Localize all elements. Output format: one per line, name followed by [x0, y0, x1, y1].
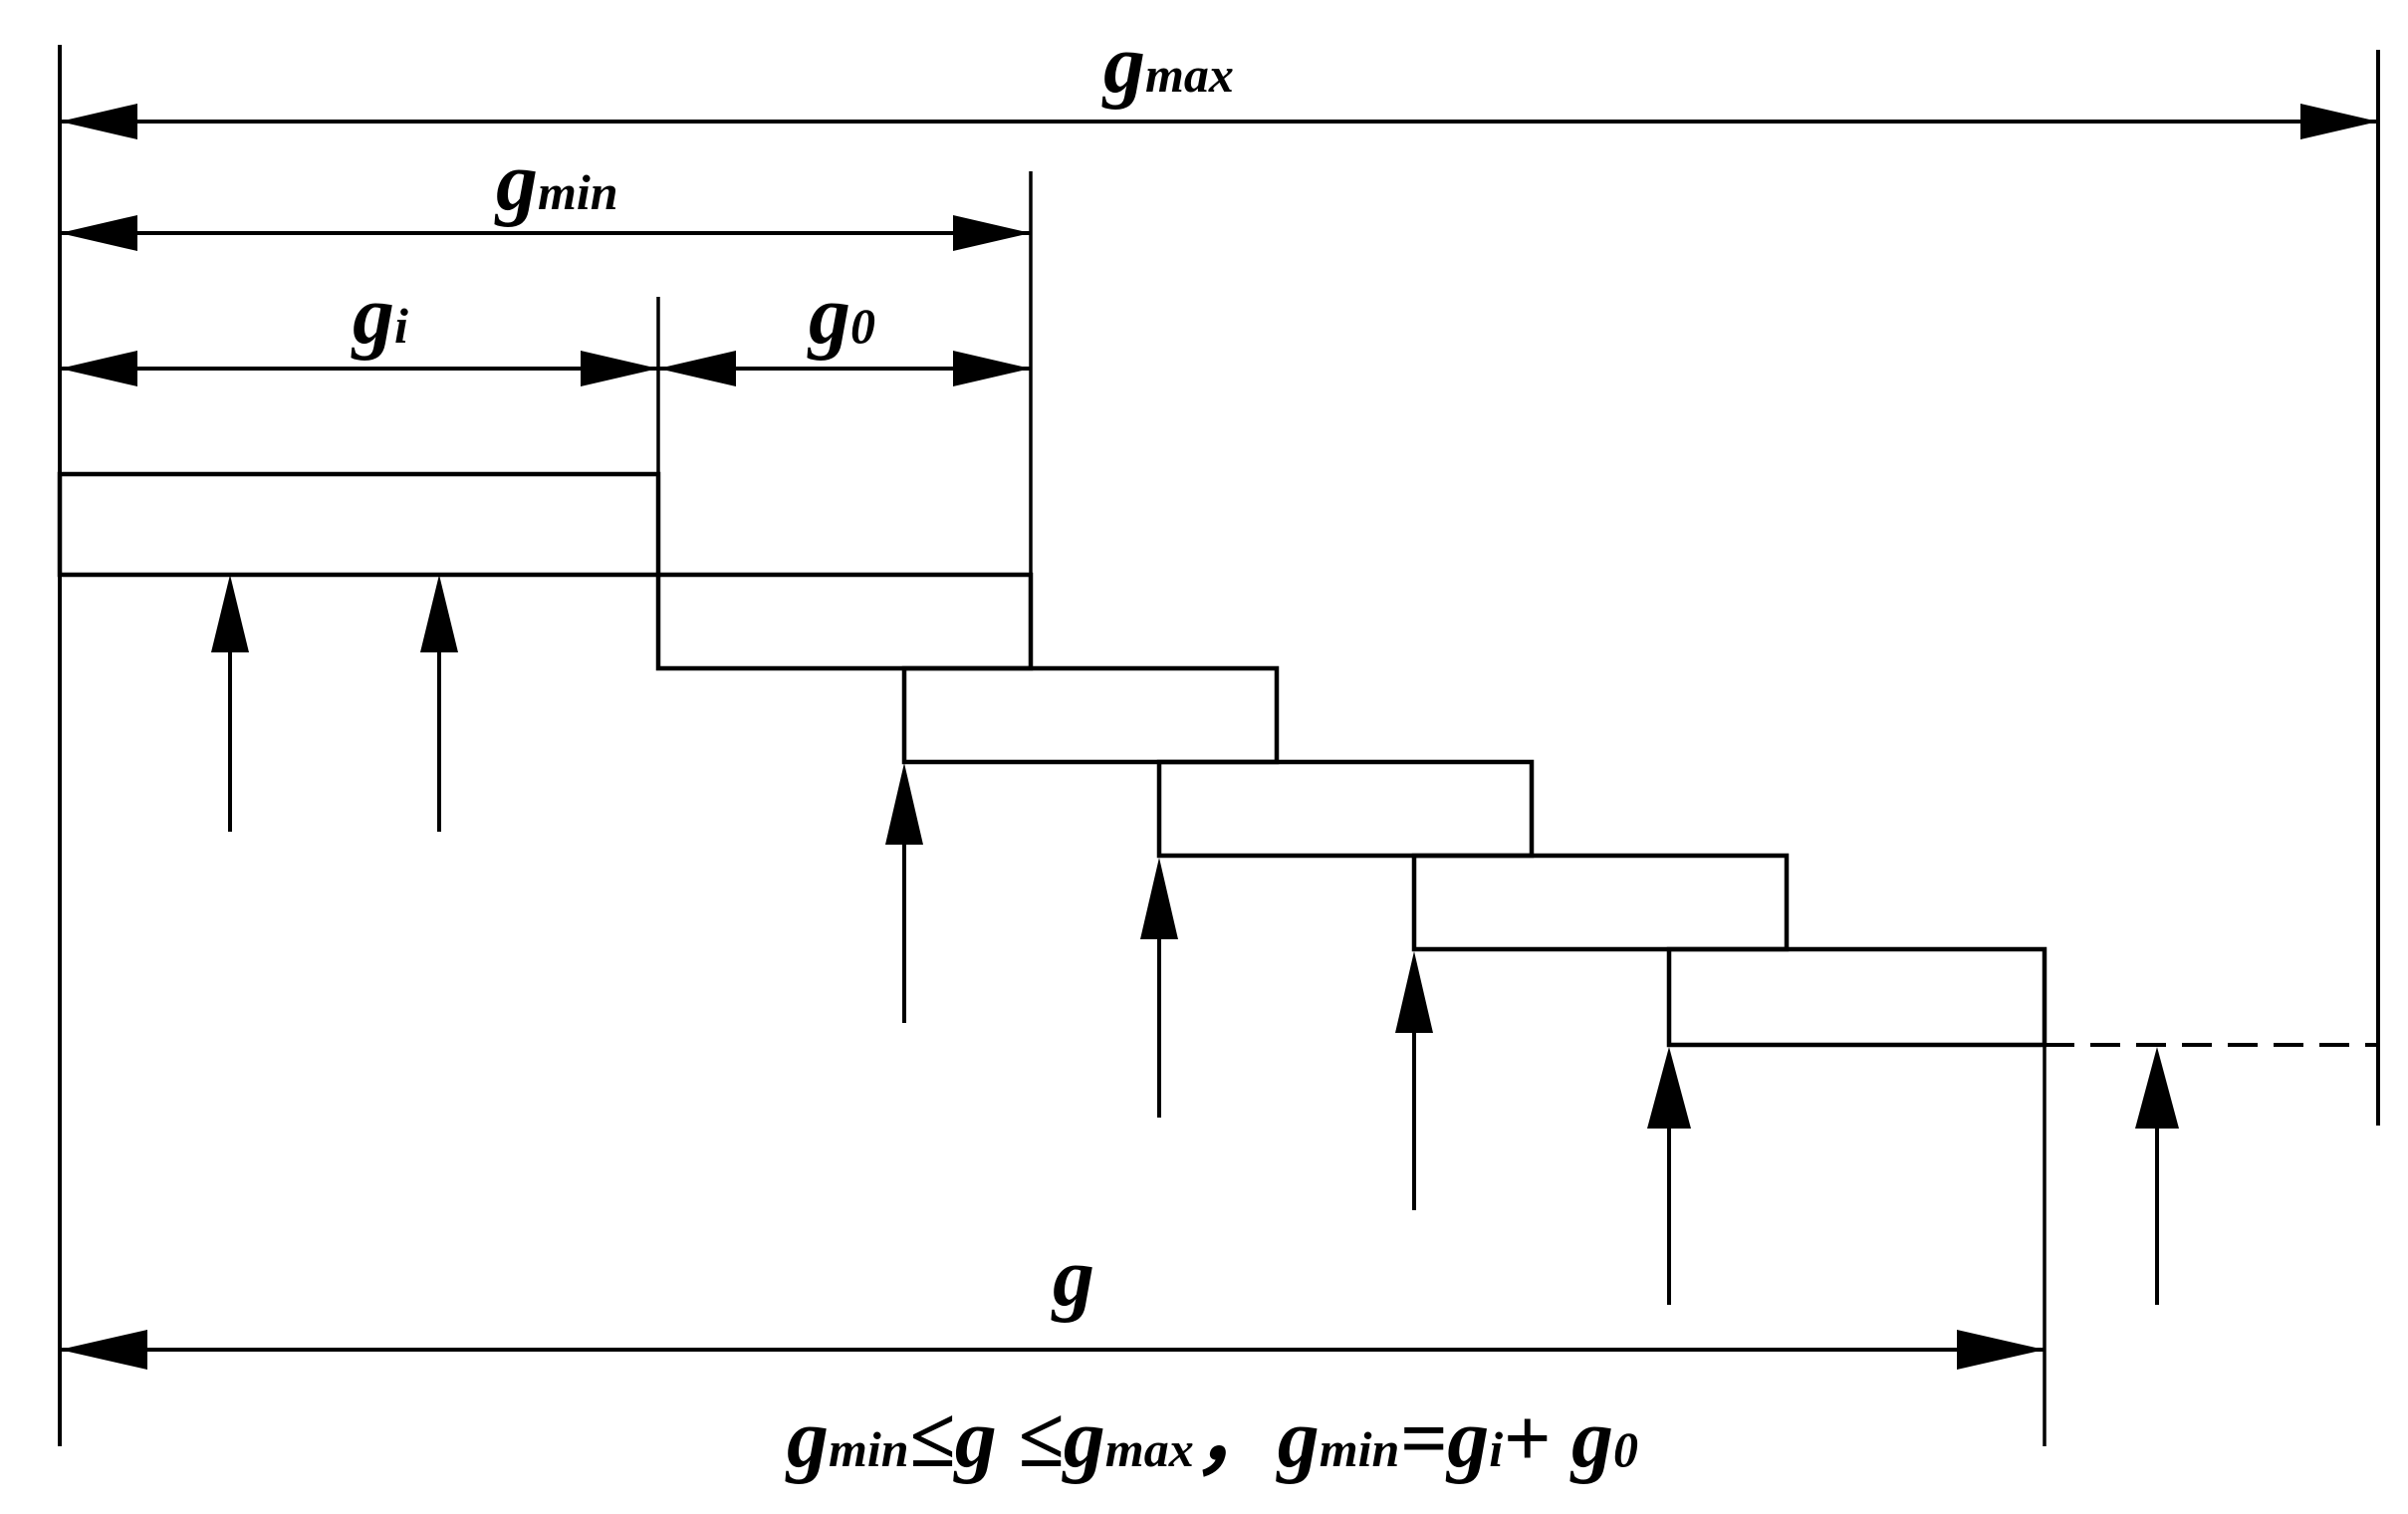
- step-block: [901, 665, 1280, 765]
- arrow-head-right: [581, 351, 658, 386]
- arrow-head-right: [2300, 104, 2378, 139]
- g-dimension: g: [60, 1231, 2045, 1370]
- support-arrow: [1395, 951, 1433, 1210]
- arrow-head-left: [60, 215, 137, 251]
- gmin-dimension: gmin: [60, 135, 1031, 251]
- step-block: [1411, 853, 1790, 952]
- support-arrow: [2135, 1047, 2179, 1305]
- support-arrow: [211, 575, 249, 832]
- step-block: [1156, 759, 1535, 859]
- arrow-head-right: [1957, 1330, 2045, 1370]
- arrow-head-left: [658, 351, 736, 386]
- support-arrow: [1647, 1047, 1691, 1305]
- stair-step-blocks: [655, 572, 2047, 1048]
- g0-label: g0: [807, 269, 875, 362]
- gi-label: gi: [351, 269, 408, 362]
- arrow-head-left: [60, 1330, 147, 1370]
- formula: gmin≤g ≤gmax，gmin=gi+ g0: [785, 1392, 1638, 1485]
- arrow-head-left: [60, 351, 137, 386]
- gmax-label: gmax: [1101, 18, 1234, 111]
- support-arrow: [1140, 858, 1178, 1118]
- support-arrow: [420, 575, 458, 832]
- gmin-label: gmin: [494, 135, 618, 228]
- step-block: [1666, 946, 2047, 1048]
- arrow-head-left: [60, 104, 137, 139]
- step-block: [655, 572, 1034, 671]
- support-arrows: [211, 575, 2179, 1305]
- g0-dimension: g0: [658, 269, 1031, 386]
- support-arrow: [885, 763, 923, 1023]
- arrow-head-right: [953, 215, 1031, 251]
- gi-dimension: gi: [60, 269, 658, 386]
- arrow-head-right: [953, 351, 1031, 386]
- gmax-dimension: gmax: [60, 18, 2378, 139]
- g-label: g: [1051, 1231, 1094, 1324]
- base-plate: [57, 471, 661, 578]
